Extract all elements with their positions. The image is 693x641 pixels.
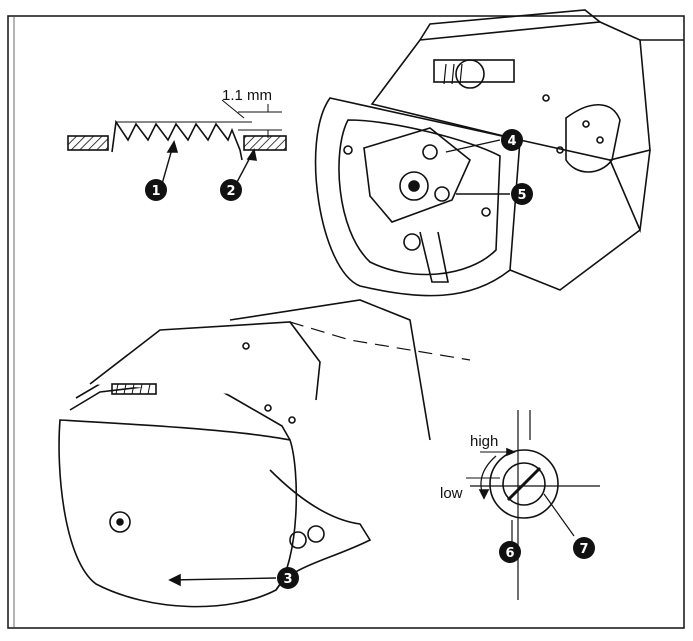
bed-screw-2 — [481, 207, 491, 217]
throat-plate-left — [67, 135, 109, 151]
bed-opening-outline — [338, 119, 501, 276]
side-cover-screw-2 — [596, 136, 604, 144]
eccentric-inner-circle — [502, 462, 546, 506]
lower-link — [419, 231, 449, 283]
feed-dog-teeth — [111, 119, 243, 161]
top-screw-3 — [242, 342, 250, 350]
callout-4: 4 — [501, 129, 523, 151]
high-marker-arrow — [506, 447, 517, 457]
callout-4-label: 4 — [507, 134, 516, 149]
bed-screw-3 — [542, 94, 550, 102]
screw-5 — [434, 186, 450, 202]
machine-bed-top-view — [314, 9, 684, 297]
bed-top-edge — [419, 9, 601, 41]
bed-bottom-edge — [509, 229, 641, 291]
side-cover — [565, 104, 621, 173]
measure-leader — [221, 99, 245, 119]
measurement-label: 1.1 mm — [222, 87, 272, 104]
top-screw-1 — [264, 404, 272, 412]
cover-pivot — [109, 511, 131, 533]
bed-screw-1 — [343, 145, 353, 155]
callout-1-label: 1 — [151, 184, 160, 199]
bed-hidden-line — [289, 321, 471, 361]
screw-slot — [506, 466, 542, 502]
throat-plate-right — [243, 135, 287, 151]
side-knob-1 — [289, 531, 307, 549]
lower-screw — [403, 233, 421, 251]
callout-6-label: 6 — [505, 546, 514, 561]
eccentric-adjustment-detail — [466, 410, 600, 600]
low-label: low — [440, 485, 463, 502]
feed-dog-height-diagram — [67, 99, 287, 185]
leader-4 — [445, 139, 501, 153]
cover-pivot-center — [116, 518, 124, 526]
machine-bed-closed-view — [58, 299, 471, 608]
screw-4 — [422, 144, 438, 160]
callout-2-label: 2 — [226, 184, 235, 199]
callout-3: 3 — [277, 567, 299, 589]
bed-top-surface — [370, 21, 651, 161]
bed-right-face — [609, 149, 651, 234]
bed-arm-outline — [229, 299, 431, 441]
leader-3-arrow — [168, 573, 181, 587]
bobbin-case — [455, 59, 485, 89]
leader-2-arrow — [246, 147, 258, 161]
bed-screw-4 — [556, 146, 564, 154]
callout-3-label: 3 — [283, 572, 292, 587]
side-knob-2 — [307, 525, 325, 543]
leader-7 — [543, 493, 575, 537]
callout-7: 7 — [573, 537, 595, 559]
callout-7-label: 7 — [579, 542, 588, 557]
high-label: high — [470, 433, 498, 450]
leader-1-arrow — [166, 140, 179, 153]
callout-5: 5 — [511, 183, 533, 205]
side-cover-screw-1 — [582, 120, 590, 128]
page-frame — [7, 15, 685, 629]
shaft-center — [408, 180, 420, 192]
rotation-arrow-low — [478, 489, 490, 500]
callout-2: 2 — [220, 179, 242, 201]
eccentric-shaft — [399, 171, 429, 201]
feed-mechanism-plate — [363, 127, 471, 223]
feed-slot-marks — [115, 383, 151, 395]
leader-3 — [169, 577, 277, 581]
feed-dog-marks — [443, 63, 463, 85]
callout-1: 1 — [145, 179, 167, 201]
callout-6: 6 — [499, 541, 521, 563]
eccentric-outer-circle — [489, 449, 559, 519]
top-screw-2 — [288, 416, 296, 424]
callout-5-label: 5 — [517, 188, 526, 203]
